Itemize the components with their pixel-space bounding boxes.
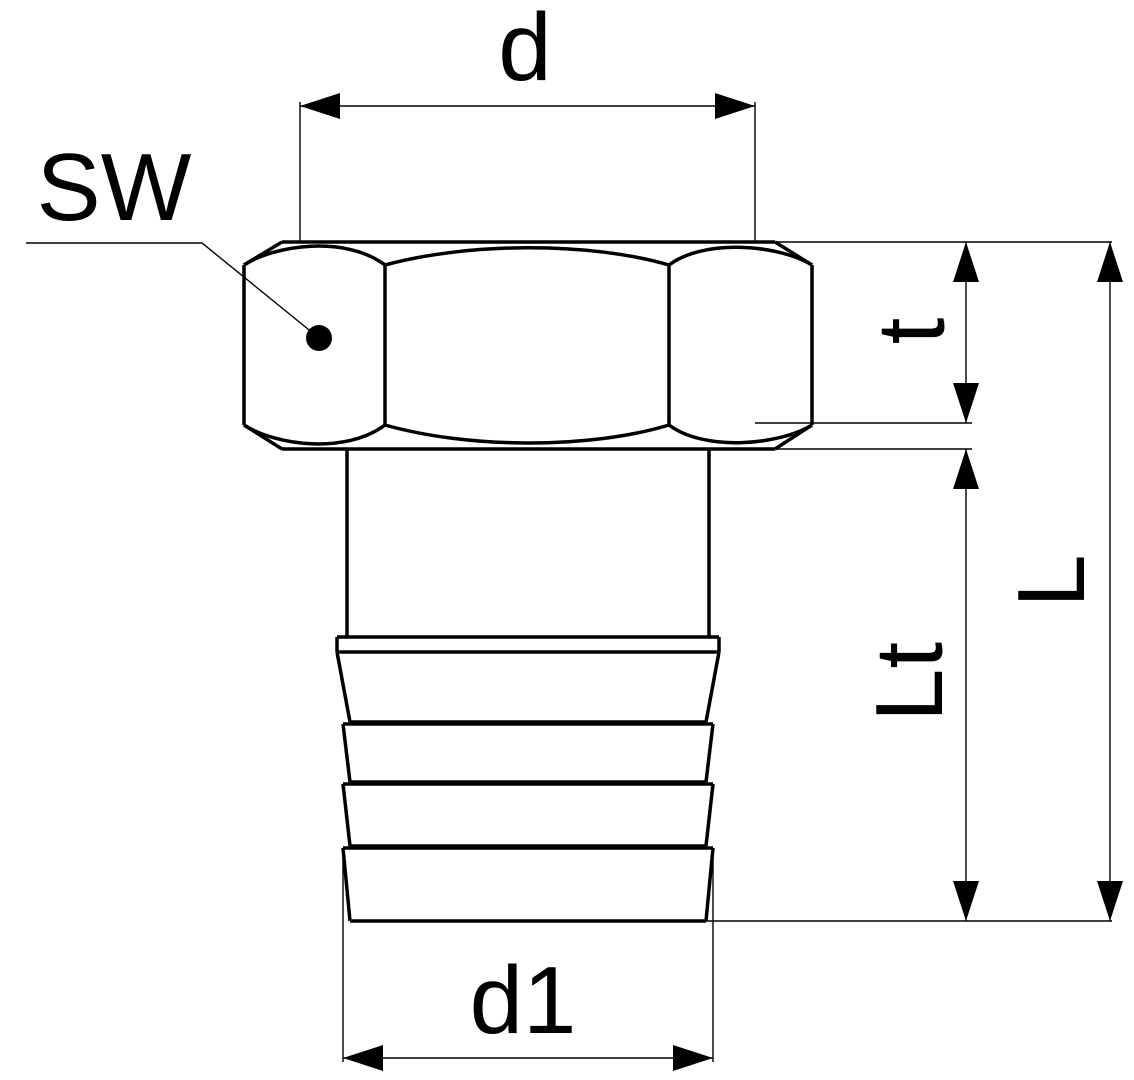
barb-collar	[335, 635, 721, 654]
barb-4	[341, 846, 715, 923]
dim-lt-arrow-top	[953, 449, 979, 489]
dim-d-arrow-right	[715, 93, 755, 119]
dim-d1-arrow-left	[343, 1045, 383, 1071]
leader-sw: SW	[26, 134, 332, 351]
hex-head	[242, 240, 814, 451]
dim-d1-arrow-right	[673, 1045, 713, 1071]
leader-dot	[306, 325, 332, 351]
dimension-l: L	[998, 242, 1123, 921]
neck	[345, 449, 711, 637]
dim-t-arrow-bottom	[953, 383, 979, 423]
label-lt: Lt	[856, 642, 963, 722]
dim-d-arrow-left	[300, 93, 340, 119]
barb-2	[341, 722, 715, 784]
label-d: d	[498, 0, 551, 101]
dim-l-arrow-top	[1097, 242, 1123, 282]
dimension-t: t	[755, 241, 1112, 424]
label-l: L	[998, 554, 1105, 607]
label-d1: d1	[470, 947, 577, 1054]
dimension-d: d	[299, 0, 756, 242]
dimension-lt: Lt	[706, 448, 1112, 922]
barb-3	[341, 782, 715, 848]
label-t: t	[858, 318, 965, 345]
dim-t-arrow-top	[953, 242, 979, 282]
label-sw: SW	[37, 134, 192, 241]
barb-1	[335, 651, 721, 724]
dim-lt-arrow-bottom	[953, 881, 979, 921]
dimension-d1: d1	[342, 848, 714, 1071]
dim-l-arrow-bottom	[1097, 881, 1123, 921]
